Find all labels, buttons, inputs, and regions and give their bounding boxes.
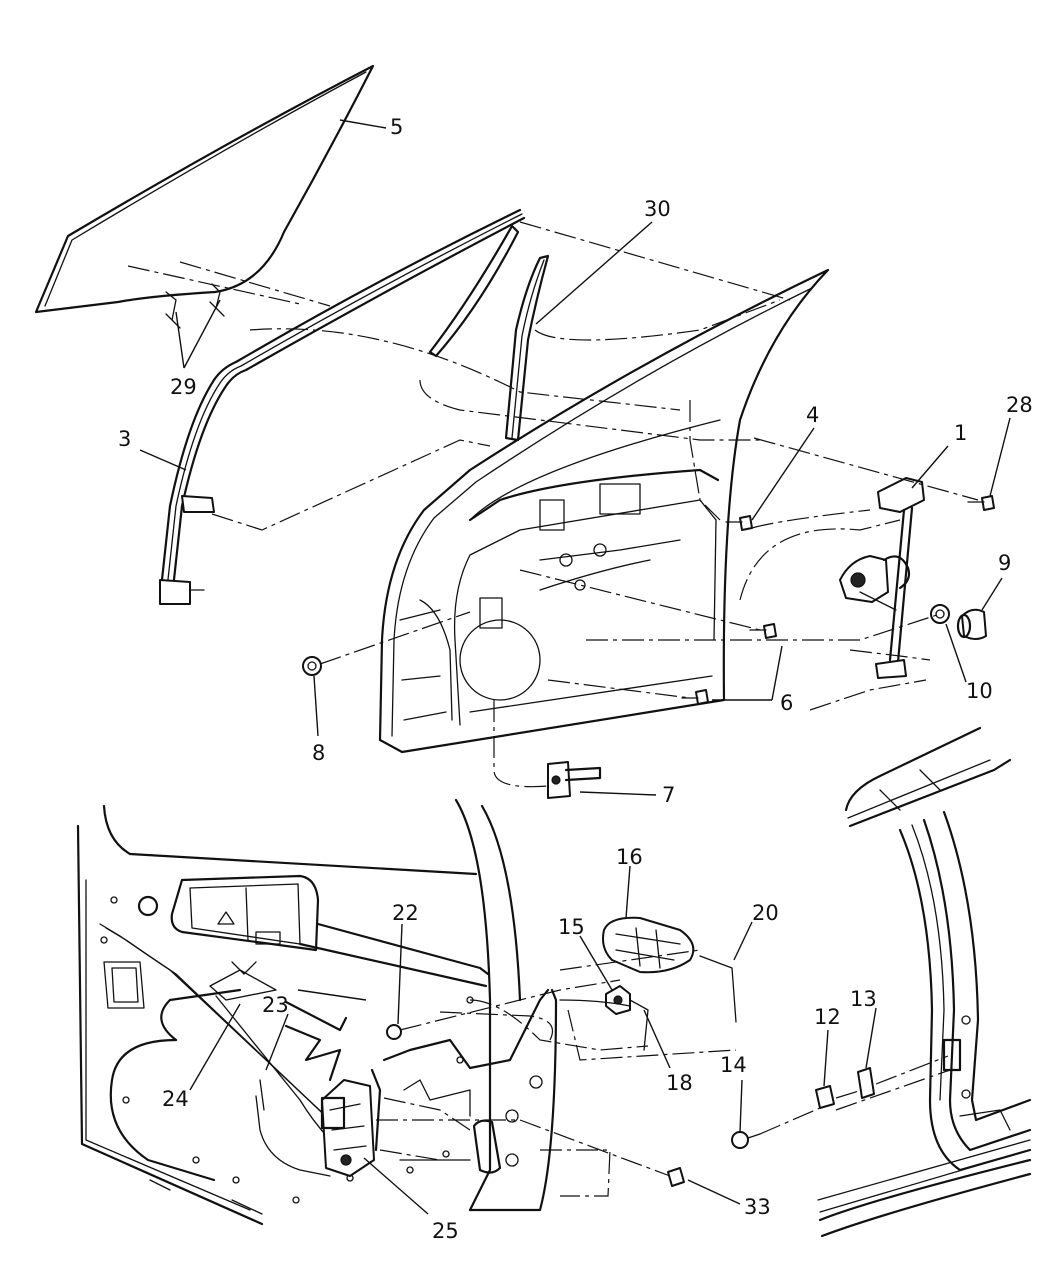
phantom-lines-bottom-right [759, 1055, 951, 1135]
callout-10: 10 [966, 679, 993, 703]
callout-3: 3 [118, 427, 131, 451]
outside-door-handle [602, 916, 695, 974]
door-inner-panel-detail [76, 798, 558, 1226]
door-glass [34, 64, 375, 329]
callout-labels: 5 29 3 30 4 1 28 9 10 6 7 8 16 15 20 22 … [118, 115, 1033, 1243]
door-inner-panel [378, 268, 830, 754]
callout-18: 18 [666, 1071, 693, 1095]
door-check-strap [547, 761, 602, 799]
callout-29: 29 [170, 375, 197, 399]
callout-24: 24 [162, 1087, 189, 1111]
phantom-lines-bottom-left [376, 949, 737, 1197]
callout-22: 22 [392, 901, 419, 925]
phantom-lines-top [127, 221, 979, 788]
callout-6: 6 [780, 691, 793, 715]
callout-4: 4 [806, 403, 819, 427]
fasteners-bottom [386, 1024, 685, 1187]
leader-lines [139, 119, 1011, 1215]
door-shell-lock-pillar [382, 988, 550, 1174]
callout-9: 9 [998, 551, 1011, 575]
glass-run-channel [158, 208, 526, 605]
callout-13: 13 [850, 987, 877, 1011]
fasteners-top [302, 495, 995, 705]
callout-5: 5 [390, 115, 403, 139]
window-regulator [839, 477, 925, 679]
callout-8: 8 [312, 741, 325, 765]
callout-20: 20 [752, 901, 779, 925]
striker-assembly [731, 1067, 875, 1149]
door-latch [320, 1068, 382, 1177]
callout-15: 15 [558, 915, 585, 939]
callout-16: 16 [616, 845, 643, 869]
lock-cylinder-and-rods [559, 955, 737, 1051]
callout-1: 1 [954, 421, 967, 445]
regulator-handle [930, 604, 987, 640]
callout-30: 30 [644, 197, 671, 221]
b-pillar-body [817, 726, 1032, 1238]
callout-23: 23 [262, 993, 289, 1017]
callout-12: 12 [814, 1005, 841, 1029]
callout-33: 33 [744, 1195, 771, 1219]
division-bar-run [428, 224, 550, 442]
callout-25: 25 [432, 1219, 459, 1243]
callout-7: 7 [662, 783, 675, 807]
callout-14: 14 [720, 1053, 747, 1077]
callout-28: 28 [1006, 393, 1033, 417]
